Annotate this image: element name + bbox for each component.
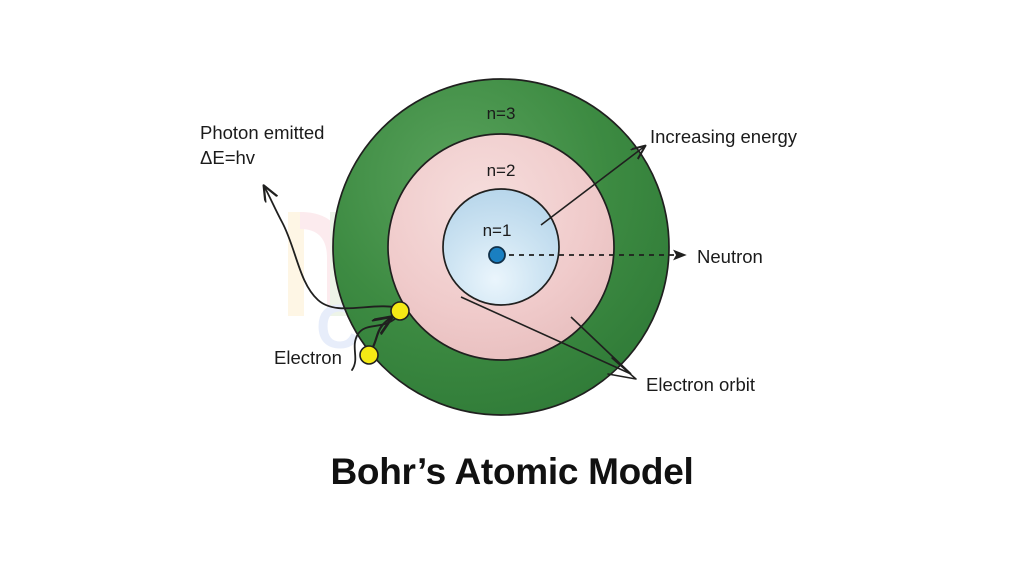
photon-emitted-label-line1: Photon emitted [200, 122, 324, 143]
photon-path-upper [264, 186, 405, 310]
increasing-energy-arrow-line [540, 146, 645, 226]
neutron-label: Neutron [697, 246, 763, 267]
electron-label: Electron [274, 347, 342, 368]
shell-n1-circle [442, 188, 560, 306]
photon-emitted-label-line2: ΔE=hv [200, 147, 256, 168]
electron-orbit-line-inner [460, 296, 632, 375]
electron-orbit-line-outer [570, 316, 632, 375]
electron-orbit-arrowhead [607, 357, 637, 380]
shell-label-n2: n=2 [487, 161, 516, 180]
increasing-energy-leader [540, 146, 645, 226]
electron-orbit-leader [460, 296, 637, 380]
shell-label-n1: n=1 [483, 221, 512, 240]
nucleus-neutron-dot [488, 246, 506, 264]
electron-excited-dot [390, 301, 410, 321]
page-title: Bohr’s Atomic Model [331, 451, 694, 492]
increasing-energy-label: Increasing energy [650, 126, 798, 147]
shell-label-n3: n=3 [487, 104, 516, 123]
electron-orbit-label: Electron orbit [646, 374, 755, 395]
electron-ground-dot [359, 345, 379, 365]
electron-jump-arrow [370, 317, 392, 351]
